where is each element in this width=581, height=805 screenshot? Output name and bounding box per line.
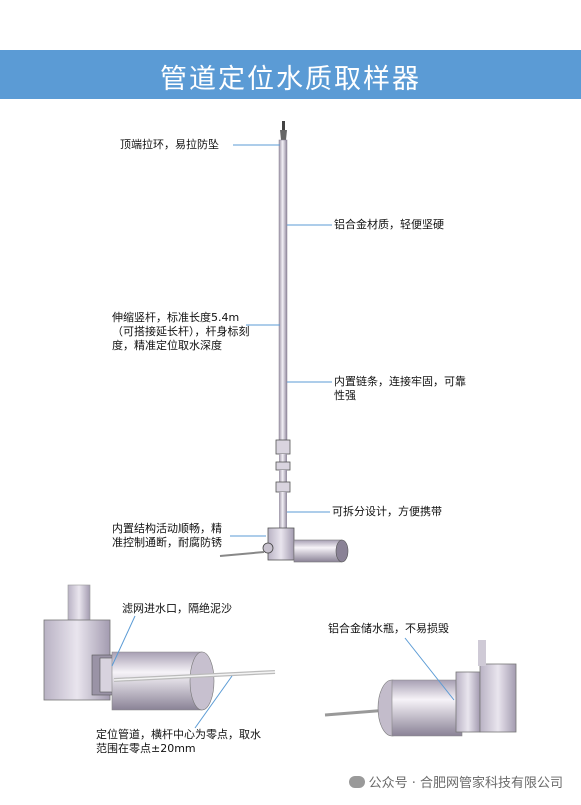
- page-title: 管道定位水质取样器: [160, 64, 421, 95]
- label-positioning: 定位管道，横杆中心为零点，取水范围在零点±20mm: [96, 728, 261, 755]
- label-filter: 滤网进水口，隔绝泥沙: [122, 602, 232, 615]
- rod-joints: [275, 439, 291, 530]
- label-structure: 内置结构活动顺畅，精准控制通断，耐腐防锈: [112, 522, 222, 549]
- bottle-closeup: [324, 640, 517, 737]
- label-telescopic: 伸缩竖杆，标准长度5.4m（可搭接延长杆），杆身标刻度，精准定位取水深度: [112, 311, 250, 352]
- label-detachable: 可拆分设计，方便携带: [332, 505, 442, 518]
- label-bottle: 铝合金储水瓶，不易损毁: [328, 622, 449, 635]
- footer-watermark: 公众号 · 合肥网管家科技有限公司: [348, 772, 563, 791]
- top-pull-ring: [280, 121, 287, 140]
- label-aluminum: 铝合金材质，轻便坚硬: [334, 218, 444, 231]
- watermark-text: 公众号 · 合肥网管家科技有限公司: [368, 776, 563, 791]
- wechat-icon: [348, 776, 365, 788]
- filter-closeup: [43, 584, 276, 711]
- telescopic-rod: [278, 139, 288, 441]
- label-top-ring: 顶端拉环，易拉防坠: [120, 138, 219, 151]
- sampler-head: [219, 527, 349, 563]
- label-chain: 内置链条，连接牢固，可靠性强: [334, 375, 466, 402]
- leader-lines: [111, 144, 455, 729]
- title-banner: 管道定位水质取样器: [0, 50, 581, 99]
